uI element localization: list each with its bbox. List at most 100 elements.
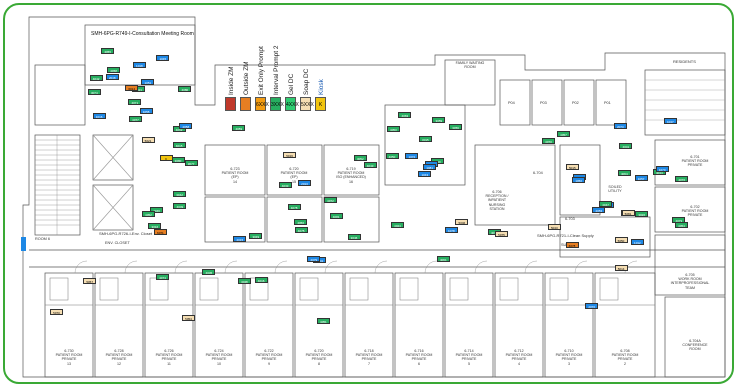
sensor-tag: 4075 <box>294 227 308 234</box>
legend-swatch: 3XXX <box>270 97 284 111</box>
sensor-tag: 5014 <box>614 264 628 271</box>
legend-label: Soap DC <box>303 68 310 95</box>
room-label-bottom: 6-714 PATIENT ROOM PRIVATE 5 <box>455 349 483 366</box>
room-label-6-702: 6-702 PATIENT ROOM PRIVATE <box>681 205 709 218</box>
sensor-tag: 2076 <box>585 302 599 309</box>
legend-item: Inside ZM <box>225 43 236 111</box>
sensor-tag: 3077 <box>184 160 198 167</box>
sensor-tag: 6071 <box>153 228 167 235</box>
nursing-station <box>474 144 556 226</box>
room-6-703-label: 6-703 <box>565 217 575 221</box>
sensor-tag: 2058 <box>179 123 193 130</box>
room-6-705 <box>654 234 726 296</box>
sensor-tag: 1081 <box>423 164 437 171</box>
sensor-tag: 2079 <box>307 255 321 262</box>
legend-swatch <box>240 97 251 111</box>
room-label-6-701: 6-701 PATIENT ROOM PRIVATE <box>681 155 709 168</box>
sensor-tag: 4052 <box>142 210 155 217</box>
sensor-tag: 6078 <box>565 241 579 248</box>
sensor-tag: 4053 <box>386 125 400 132</box>
sensor-tag: 4080 <box>178 85 192 92</box>
clean-closet-sub-label: ENV. CLOSET <box>105 241 130 245</box>
elevator-label-p03: P03 <box>540 101 547 105</box>
room-label-6-719: 6-719 PATIENT ROOM ISO (ENHANCED) 16 <box>336 167 366 184</box>
sensor-tag: 4071 <box>128 98 142 105</box>
sensor-tag: 4050 <box>385 152 399 159</box>
elevator-label-p04: P04 <box>508 101 515 105</box>
room-label-bottom: 6-720 PATIENT ROOM PRIVATE 8 <box>305 349 333 366</box>
sensor-tag: 4024 <box>391 221 404 228</box>
room-label-bottom: 6-730 PATIENT ROOM PRIVATE 13 <box>55 349 83 366</box>
sensor-tag: 4016 <box>254 277 268 284</box>
sensor-tag: 1072 <box>405 152 419 159</box>
legend-label: Outside ZM <box>243 61 250 95</box>
sensor-tag: 3052 <box>353 154 367 161</box>
sensor-tag: 4046 <box>150 207 164 213</box>
sensor-tag: 4063 <box>398 111 412 118</box>
sensor-tag: 1012 <box>630 239 644 246</box>
legend-item: Soap DC 5XXX <box>300 43 314 111</box>
sensor-tag: 4064 <box>617 169 631 176</box>
sensor-tag: 4079 <box>672 217 686 223</box>
sensor-tag: 2013 <box>298 180 311 187</box>
room-label-bottom: 6-708 PATIENT ROOM PRIVATE 2 <box>611 349 639 366</box>
sensor-tag: 3049 <box>249 233 263 240</box>
room-6-704A <box>664 296 726 378</box>
elevator-shaft-2 <box>92 184 134 231</box>
floor-plan-frame: SMH-6PG-R749-I-Consultation Meeting Room… <box>3 3 734 384</box>
sensor-tag: 5050 <box>614 236 628 243</box>
sensor-tag: 1043 <box>418 170 432 177</box>
legend-label: Interval Prompt 2 <box>273 45 280 96</box>
sensor-tag: 4047 <box>599 200 613 207</box>
floor-plan-drawing <box>21 16 726 378</box>
room-label-6-720-top: 6-720 PATIENT ROOM (EP) 15 <box>280 167 308 184</box>
sensor-tag: 3016 <box>148 222 162 229</box>
elevator-shaft-1 <box>92 134 134 181</box>
elevator-label-p01: P01 <box>604 101 611 105</box>
room-label-bottom: 6-710 PATIENT ROOM PRIVATE 3 <box>555 349 583 366</box>
legend-label: Inside ZM <box>228 66 235 95</box>
sensor-tag: 5043 <box>547 223 561 230</box>
soiled-utility-label: SOILED UTILITY <box>608 185 622 194</box>
sensor-tag: 5057 <box>83 277 97 284</box>
sensor-tag: 4042 <box>89 75 103 82</box>
sensor-tag: 4074 <box>156 273 170 280</box>
sensor-tag: 4045 <box>202 268 216 275</box>
residents-label: RESIDENTS <box>673 59 696 64</box>
elevator-label-p02: P02 <box>572 101 579 105</box>
sensor-tag: 4078 <box>287 204 301 211</box>
sensor-tag: 4058 <box>107 66 121 73</box>
legend-label: Kiosk <box>318 79 325 95</box>
sensor-tag: 1016 <box>92 112 106 119</box>
left-edge-marker <box>21 237 26 251</box>
legend-item: Outside ZM <box>240 43 251 111</box>
sensor-tag: 3015 <box>418 135 432 142</box>
sensor-tag: 1018 <box>132 62 146 69</box>
room-label-bottom: 6-722 PATIENT ROOM PRIVATE 9 <box>255 349 283 366</box>
sensor-tag: 4061 <box>436 256 450 262</box>
legend-swatch: 5XXX <box>300 97 314 111</box>
room-label-6-723: 6-723 PATIENT ROOM (EP) 14 <box>221 167 249 184</box>
sensor-tag: 5081 <box>621 210 635 217</box>
meeting-room-label: SMH-6PG-R749-I-Consultation Meeting Room <box>91 31 194 37</box>
sensor-tag: 4015 <box>172 142 186 149</box>
room-6-701 <box>654 139 726 186</box>
sensor-tag: 6014 <box>125 85 139 92</box>
sensor-tag: 2053 <box>592 207 606 214</box>
sensor-tag: 3074 <box>87 88 101 95</box>
sensor-tag: 5075 <box>495 231 508 238</box>
sensor-tag: 2073 <box>613 123 627 130</box>
family-waiting-room-label: FAMILY WAITING ROOM <box>455 61 485 70</box>
bottom-room-walls <box>44 272 656 378</box>
room-label-bottom: 6-728 PATIENT ROOM PRIVATE 12 <box>105 349 133 366</box>
sensor-tag: 3042 <box>173 191 187 197</box>
work-room-label: 6-705 WORK ROOM INTERPROFESSIONAL TEAM <box>670 273 710 290</box>
room-label-bottom: 6-712 PATIENT ROOM PRIVATE 4 <box>505 349 533 366</box>
sensor-tag: 3059 <box>432 116 446 123</box>
sensor-tag: 4056 <box>294 218 308 225</box>
conference-room-label: 6-704A CONFERENCE ROOM <box>682 339 708 352</box>
room-label-bottom: 6-726 PATIENT ROOM PRIVATE 11 <box>155 349 183 366</box>
room-6-723 <box>204 144 266 196</box>
